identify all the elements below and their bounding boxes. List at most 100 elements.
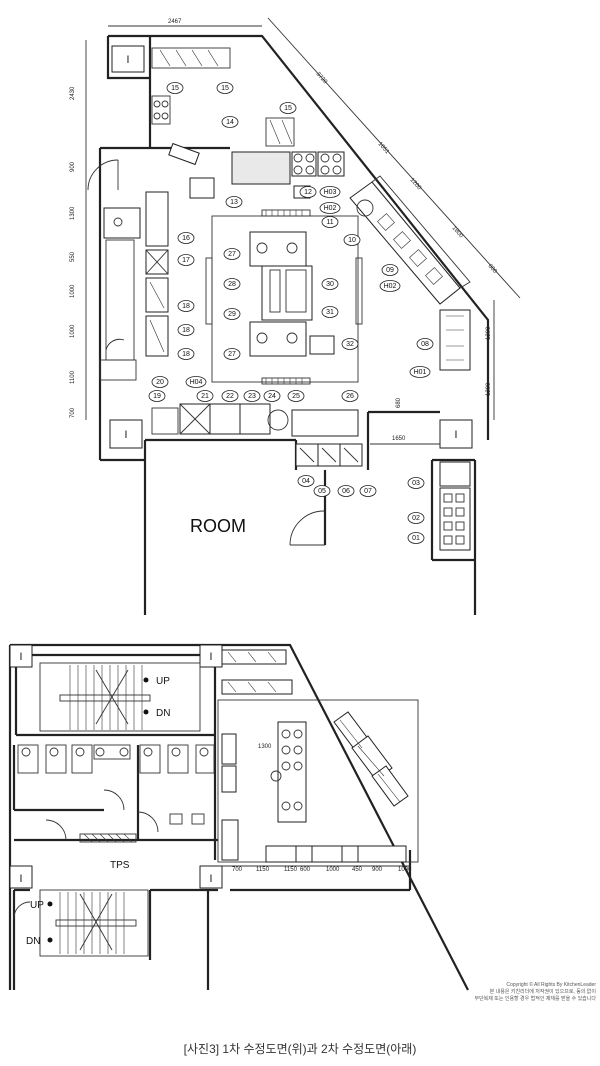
svg-text:Ⅰ: Ⅰ bbox=[210, 652, 213, 663]
svg-text:H03: H03 bbox=[324, 189, 337, 196]
equipment-tag: 16 bbox=[177, 232, 195, 244]
dim-left-2: 900 bbox=[70, 161, 76, 172]
dimension-label: 1000 bbox=[326, 867, 340, 873]
equipment-tag: 31 bbox=[321, 306, 339, 318]
dimension-label: 900 bbox=[372, 867, 383, 873]
dim-left-4: 550 bbox=[70, 251, 76, 262]
equipment-tag: 15 bbox=[279, 102, 297, 114]
equipment-tag: 30 bbox=[321, 278, 339, 290]
svg-text:20: 20 bbox=[156, 379, 164, 386]
dim-top-width: 2467 bbox=[168, 19, 182, 25]
svg-text:22: 22 bbox=[226, 393, 234, 400]
dim-passage: 1650 bbox=[392, 436, 406, 442]
svg-text:03: 03 bbox=[412, 480, 420, 487]
svg-text:H01: H01 bbox=[414, 369, 427, 376]
dim-left-7: 1100 bbox=[70, 370, 76, 384]
svg-text:15: 15 bbox=[221, 85, 229, 92]
copyright-line-2: 본 내용은 키친리더에 저작권이 있으므로, 동의 없이 bbox=[489, 989, 596, 995]
equipment-tag: H02 bbox=[379, 280, 401, 292]
equipment-tag: 12 bbox=[299, 186, 317, 198]
svg-text:10: 10 bbox=[348, 237, 356, 244]
dn-label-upper: DN bbox=[156, 708, 170, 719]
svg-text:23: 23 bbox=[248, 393, 256, 400]
up-label-upper: UP bbox=[156, 676, 170, 687]
dim-small: 680 bbox=[396, 397, 402, 408]
svg-text:H02: H02 bbox=[384, 283, 397, 290]
equipment-tag: H01 bbox=[409, 366, 431, 378]
equipment-tag: 28 bbox=[223, 278, 241, 290]
svg-text:04: 04 bbox=[302, 478, 310, 485]
svg-text:28: 28 bbox=[228, 281, 236, 288]
equipment-tag: 01 bbox=[407, 532, 425, 544]
dimension-label: 1150 bbox=[256, 867, 270, 873]
equipment-tag: 08 bbox=[416, 338, 434, 350]
dim-diag-3: 1200 bbox=[409, 177, 423, 191]
svg-text:07: 07 bbox=[364, 488, 372, 495]
svg-text:Ⅰ: Ⅰ bbox=[20, 874, 23, 885]
equipment-tag: 11 bbox=[321, 216, 339, 228]
equipment-tag: 22 bbox=[221, 390, 239, 402]
equipment-tag: 18 bbox=[177, 348, 195, 360]
equipment-tag: 25 bbox=[287, 390, 305, 402]
equipment-tag: 23 bbox=[243, 390, 261, 402]
svg-text:18: 18 bbox=[182, 351, 190, 358]
tps-label: TPS bbox=[110, 860, 130, 871]
dim-diag-5: 600 bbox=[487, 263, 499, 275]
svg-text:05: 05 bbox=[318, 488, 326, 495]
svg-text:13: 13 bbox=[230, 199, 238, 206]
svg-text:17: 17 bbox=[182, 257, 190, 264]
equipment-tag: 19 bbox=[148, 390, 166, 402]
equipment-tag: 02 bbox=[407, 512, 425, 524]
diagonal-cookline bbox=[349, 175, 471, 305]
svg-text:19: 19 bbox=[153, 393, 161, 400]
svg-text:26: 26 bbox=[346, 393, 354, 400]
equipment-tag: H04 bbox=[185, 376, 207, 388]
equipment-tag: 15 bbox=[166, 82, 184, 94]
equipment-tag: 24 bbox=[263, 390, 281, 402]
svg-text:08: 08 bbox=[421, 341, 429, 348]
equipment-tag: 04 bbox=[297, 475, 315, 487]
svg-text:15: 15 bbox=[171, 85, 179, 92]
copyright-line-3: 무단복제 또는 인용할 경우 법적인 제재를 받을 수 있습니다 bbox=[474, 996, 596, 1002]
dimension-label: 600 bbox=[300, 867, 311, 873]
dim-diag-1: 3720 bbox=[315, 71, 329, 85]
equipment-tag: 03 bbox=[407, 477, 425, 489]
svg-text:24: 24 bbox=[268, 393, 276, 400]
svg-text:27: 27 bbox=[228, 351, 236, 358]
equipment-tag: 20 bbox=[151, 376, 169, 388]
dn-label-lower: DN bbox=[26, 936, 40, 947]
kitchen-equipment-lower bbox=[217, 649, 419, 863]
equipment-tag: 29 bbox=[223, 308, 241, 320]
svg-text:Ⅰ: Ⅰ bbox=[210, 874, 213, 885]
equipment-tag: 13 bbox=[225, 196, 243, 208]
svg-text:14: 14 bbox=[226, 119, 234, 126]
equipment-tag: 27 bbox=[223, 348, 241, 360]
copyright-line-1: Copyright © All Rights By KitchenLeader bbox=[506, 982, 596, 988]
svg-text:31: 31 bbox=[326, 309, 334, 316]
svg-text:Ⅰ: Ⅰ bbox=[127, 55, 130, 66]
svg-text:21: 21 bbox=[201, 393, 209, 400]
svg-text:H02: H02 bbox=[324, 205, 337, 212]
svg-text:09: 09 bbox=[386, 267, 394, 274]
equipment-tag: 18 bbox=[177, 324, 195, 336]
equipment-tag: 10 bbox=[343, 234, 361, 246]
equipment-tag: 18 bbox=[177, 300, 195, 312]
svg-text:15: 15 bbox=[284, 105, 292, 112]
svg-text:Ⅰ: Ⅰ bbox=[455, 430, 458, 441]
svg-text:18: 18 bbox=[182, 303, 190, 310]
svg-text:H04: H04 bbox=[190, 379, 203, 386]
equipment-tag: 14 bbox=[221, 116, 239, 128]
equipment-tag: H03 bbox=[319, 186, 341, 198]
equipment-tag: H02 bbox=[319, 202, 341, 214]
svg-text:32: 32 bbox=[346, 341, 354, 348]
equipment-tag: 06 bbox=[337, 485, 355, 497]
equipment-tag: 32 bbox=[341, 338, 359, 350]
svg-text:02: 02 bbox=[412, 515, 420, 522]
svg-text:18: 18 bbox=[182, 327, 190, 334]
equipment-tag: 09 bbox=[381, 264, 399, 276]
room-label: ROOM bbox=[190, 516, 246, 536]
svg-text:Ⅰ: Ⅰ bbox=[125, 430, 128, 441]
dimension-label: 450 bbox=[352, 867, 363, 873]
